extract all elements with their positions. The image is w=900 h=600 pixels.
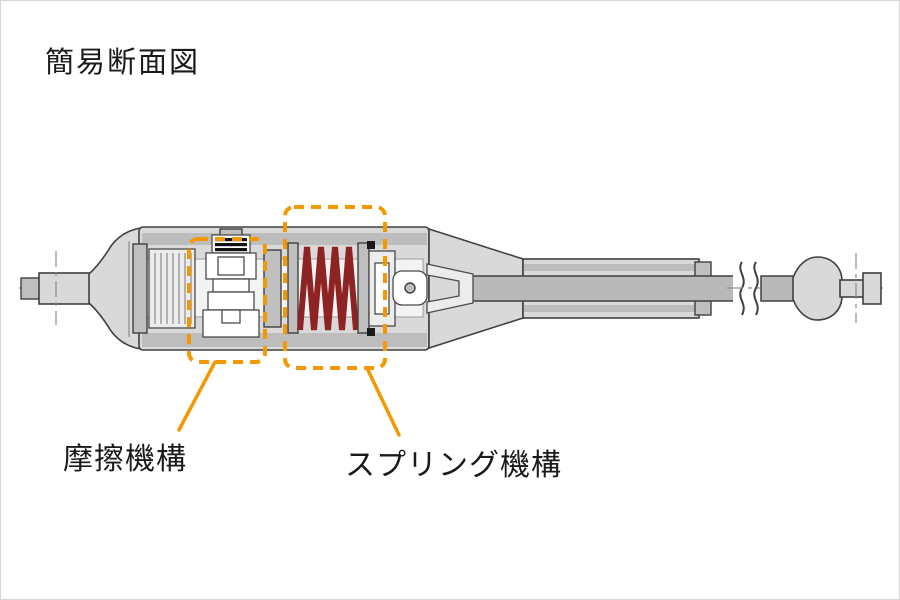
shaft-end-cap — [862, 272, 882, 305]
label-spring-mechanism: スプリング機構 — [345, 449, 562, 482]
friction-mid-block — [212, 278, 250, 293]
cap-stripe — [215, 238, 247, 242]
cap-stripe — [215, 248, 247, 252]
left-shaft-tip — [20, 277, 42, 300]
right-rod — [760, 275, 796, 302]
break-wave-right — [753, 261, 759, 316]
shaft-bulge — [792, 256, 843, 321]
clevis-pin — [404, 282, 416, 294]
diagram-title: 簡易断面図 — [45, 47, 201, 79]
friction-mechanism — [202, 252, 260, 338]
highlight-box-friction — [187, 237, 267, 364]
spacer-wall — [263, 249, 282, 328]
yoke-fork — [426, 263, 474, 314]
spring-seat-right — [357, 242, 370, 334]
spring-mechanism — [287, 241, 396, 336]
seal-top — [367, 241, 375, 249]
right-shaft — [760, 256, 882, 321]
thin-shaft — [839, 279, 867, 298]
tube-top-stripe — [524, 264, 698, 271]
seal-bottom — [367, 328, 375, 336]
spring-coil — [297, 246, 359, 331]
clevis-yoke — [392, 263, 474, 314]
spring-seat-left — [287, 242, 299, 334]
highlight-box-spring — [283, 205, 387, 370]
leader-line-spring — [365, 366, 401, 437]
friction-lower-block — [207, 291, 255, 311]
left-shaft — [20, 272, 92, 305]
friction-spool — [217, 256, 245, 276]
tube-bottom-stripe — [524, 305, 698, 312]
piston-guide-core — [374, 262, 390, 315]
end-plate — [132, 243, 148, 334]
break-marks — [727, 261, 767, 316]
left-shaft-body — [38, 272, 92, 305]
piston-rod — [468, 275, 738, 302]
friction-pad-notch — [221, 309, 241, 324]
leader-line-friction — [177, 360, 217, 432]
cap-stripe — [215, 243, 247, 247]
label-friction-mechanism: 摩擦機構 — [63, 443, 187, 476]
